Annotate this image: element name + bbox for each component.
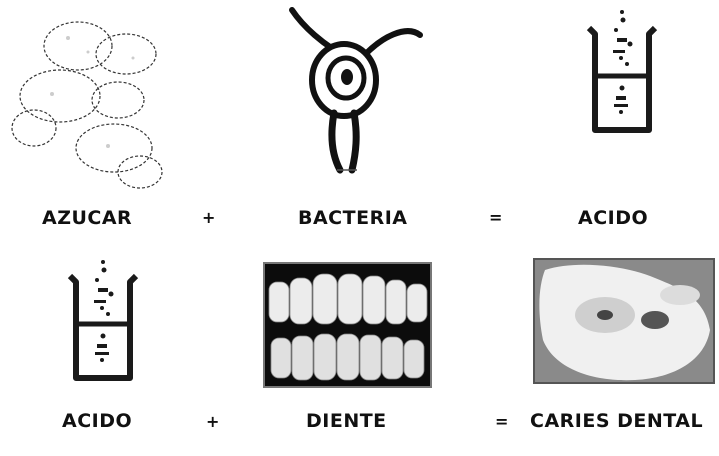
- bacteria-icon: [282, 5, 432, 175]
- equals-operator-1: =: [489, 208, 502, 227]
- sugar-cubes-icon: [8, 8, 173, 193]
- result-label-acid: ACIDO: [578, 207, 648, 229]
- acid-beaker-image-2: [64, 258, 142, 386]
- result-label-caries: CARIES DENTAL: [530, 410, 703, 432]
- equals-operator-2: =: [495, 412, 508, 431]
- plus-operator-1: +: [202, 208, 215, 227]
- plus-operator-2: +: [206, 412, 219, 431]
- term-label-acid: ACIDO: [62, 410, 132, 432]
- beaker-icon: [64, 258, 142, 386]
- teeth-icon: [265, 264, 430, 386]
- beaker-icon: [583, 8, 661, 138]
- caries-photo: [533, 258, 715, 384]
- sugar-image: [8, 8, 173, 193]
- term-label-tooth: DIENTE: [306, 410, 387, 432]
- term-label-bacteria: BACTERIA: [298, 207, 407, 229]
- teeth-photo: [263, 262, 432, 388]
- caries-icon: [535, 260, 713, 382]
- acid-beaker-image-1: [583, 8, 661, 138]
- bacteria-image: [282, 5, 432, 175]
- term-label-sugar: AZUCAR: [42, 207, 132, 229]
